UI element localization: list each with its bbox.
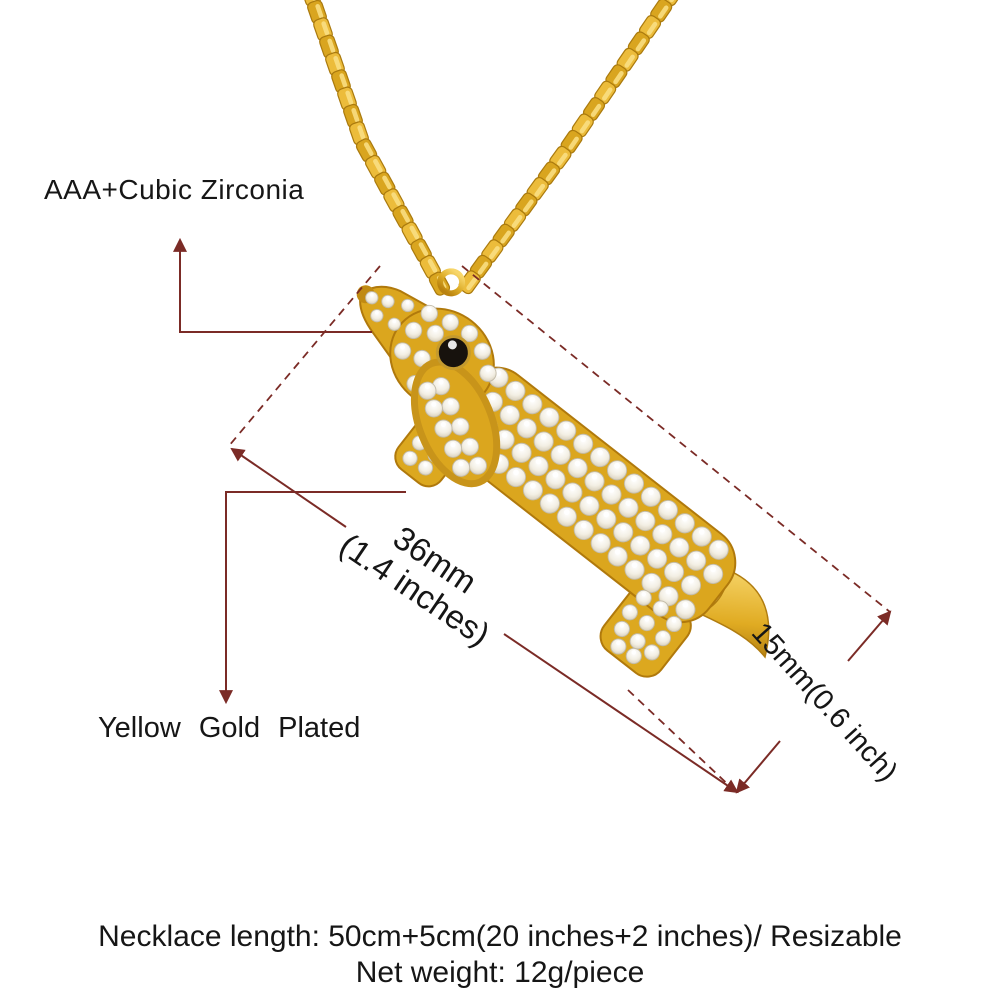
necklace-chain (301, 0, 684, 296)
extension-line-nose (227, 265, 381, 448)
dog-tail (698, 569, 770, 659)
extension-line-bottom-side (627, 689, 738, 794)
dimension-line-15mm-lower (735, 740, 781, 794)
net-weight-spec: Net weight: 12g/piece (355, 956, 645, 989)
plating-pointer-line (219, 491, 406, 705)
plating-annotation-label: Yellow Gold Plated (98, 712, 361, 744)
extension-line-top-side (461, 265, 891, 613)
dimension-lines (173, 237, 892, 794)
pendant-bail (437, 268, 466, 297)
dimension-line-36mm-lower (503, 633, 739, 794)
ear-crystals (418, 377, 487, 477)
necklace-length-spec: Necklace length: 50cm+5cm(20 inches+2 in… (98, 920, 902, 953)
dog-eye-icon (435, 335, 471, 371)
dog-pendant (356, 268, 770, 678)
dimension-line-15mm-upper (847, 610, 892, 662)
dimension-line-36mm-upper (230, 447, 347, 528)
material-annotation-label: AAA+Cubic Zirconia (44, 174, 305, 205)
material-pointer-line (173, 237, 372, 333)
